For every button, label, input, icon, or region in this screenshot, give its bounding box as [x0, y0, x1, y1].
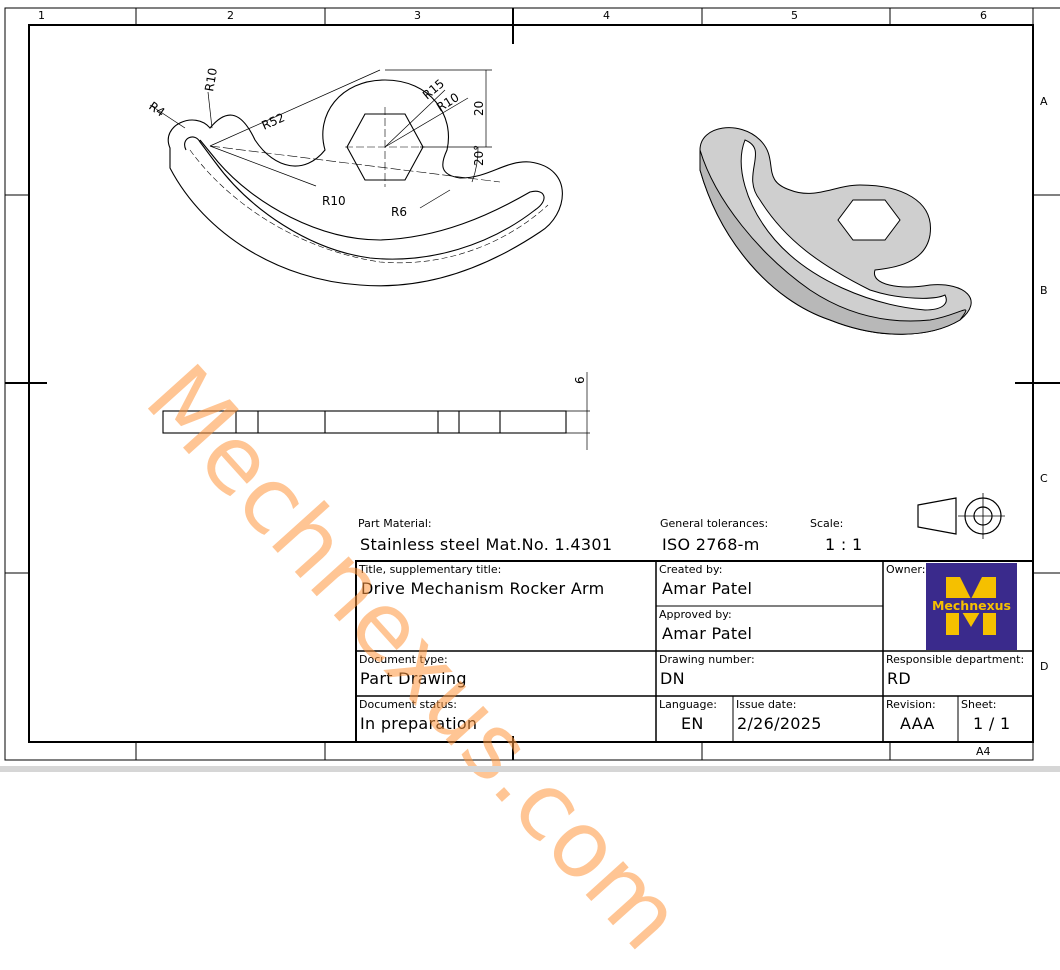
tolerances-label: General tolerances: — [660, 517, 769, 530]
zone-col-1: 1 — [38, 9, 45, 22]
material-label: Part Material: — [358, 517, 432, 530]
scale-value: 1 : 1 — [825, 535, 863, 554]
zone-row-b: B — [1040, 284, 1048, 297]
dept-label: Responsible department: — [886, 653, 1025, 666]
drawing-canvas: R4 R10 R52 R15 R10 20 20° R10 R6 6 — [4, 7, 1060, 761]
dim-angle-20: 20° — [472, 145, 486, 166]
zone-frame — [4, 7, 1060, 761]
issue-date-label: Issue date: — [736, 698, 797, 711]
part-front-view — [162, 372, 590, 450]
part-isometric-view — [699, 127, 972, 335]
approved-label: Approved by: — [659, 608, 732, 621]
drawing-number-value: DN — [660, 669, 685, 688]
scale-label: Scale: — [810, 517, 844, 530]
title-label: Title, supplementary title: — [359, 563, 502, 576]
zone-row-c: C — [1040, 472, 1048, 485]
zone-col-6: 6 — [980, 9, 987, 22]
zone-col-5: 5 — [791, 9, 798, 22]
dim-r10-top: R10 — [202, 67, 220, 93]
doc-type-value: Part Drawing — [360, 669, 467, 688]
sheet-value: 1 / 1 — [973, 714, 1011, 733]
revision-value: AAA — [900, 714, 935, 733]
zone-col-3: 3 — [414, 9, 421, 22]
title-block-grid — [355, 560, 1034, 743]
part-top-view — [149, 69, 563, 287]
owner-label: Owner: — [886, 563, 926, 576]
zone-col-4: 4 — [603, 9, 610, 22]
material-value: Stainless steel Mat.No. 1.4301 — [360, 535, 613, 554]
drawing-sheet: R4 R10 R52 R15 R10 20 20° R10 R6 6 — [0, 7, 1060, 970]
zone-row-d: D — [1040, 660, 1049, 673]
doc-status-label: Document status: — [359, 698, 457, 711]
dept-value: RD — [887, 669, 912, 688]
language-value: EN — [681, 714, 704, 733]
paper-size: A4 — [976, 745, 991, 758]
dim-20: 20 — [472, 101, 486, 116]
sheet-label: Sheet: — [961, 698, 997, 711]
bottom-scrollbar[interactable] — [0, 766, 1060, 772]
projection-symbol — [917, 493, 1005, 539]
dim-r10-bottom: R10 — [322, 194, 346, 208]
title-value: Drive Mechanism Rocker Arm — [361, 579, 605, 598]
logo-text: Mechnexus — [926, 598, 1017, 613]
doc-type-label: Document type: — [359, 653, 448, 666]
dim-thickness: 6 — [573, 376, 587, 384]
revision-label: Revision: — [886, 698, 936, 711]
zone-col-2: 2 — [227, 9, 234, 22]
drawing-number-label: Drawing number: — [659, 653, 755, 666]
language-label: Language: — [659, 698, 717, 711]
created-label: Created by: — [659, 563, 723, 576]
approved-value: Amar Patel — [662, 624, 753, 643]
zone-row-a: A — [1040, 95, 1048, 108]
issue-date-value: 2/26/2025 — [737, 714, 822, 733]
dim-r6: R6 — [391, 205, 407, 219]
dim-r4: R4 — [146, 99, 167, 120]
created-value: Amar Patel — [662, 579, 753, 598]
owner-logo: Mechnexus — [926, 563, 1017, 650]
doc-status-value: In preparation — [360, 714, 478, 733]
tolerances-value: ISO 2768-m — [662, 535, 760, 554]
